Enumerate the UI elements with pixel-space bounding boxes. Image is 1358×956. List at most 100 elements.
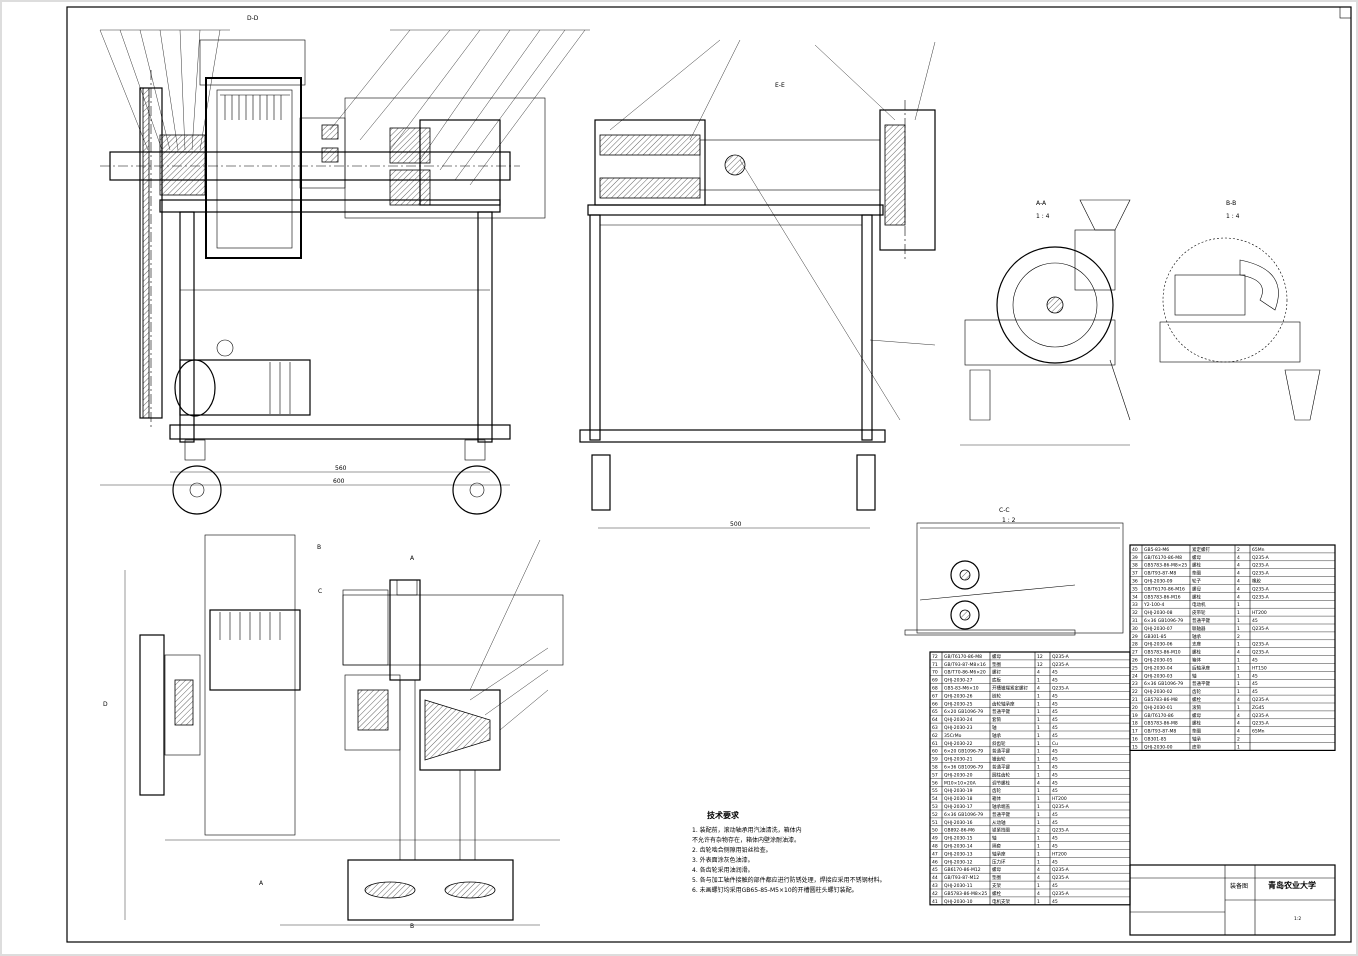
bom-cell: QHJ-2030-03 (1144, 673, 1173, 679)
drawing-border (66, 6, 1352, 943)
top-view: C B A D A B (103, 534, 564, 930)
bom-cell: 65Mn (1252, 547, 1265, 553)
bom-cell: 35CrMo (944, 733, 962, 739)
bom-cell: 40 (1132, 547, 1138, 553)
bom-cell: QHJ-2030-02 (1144, 689, 1173, 695)
bom-cell: 1 (1237, 665, 1240, 671)
bom-cell: GB6170-86-M12 (944, 867, 981, 873)
bom-cell: 69 (932, 678, 938, 684)
bom-cell: 轴承端盖 (992, 803, 1010, 810)
bom-cell: 支架 (992, 882, 1001, 889)
bom-cell: QHJ-2030-01 (1144, 705, 1173, 711)
bom-cell: M10×10×20A (944, 780, 977, 786)
bom-cell: 压力环 (992, 858, 1006, 865)
bom-cell: QHJ-2030-19 (944, 788, 973, 794)
bom-cell: 12 (1037, 662, 1043, 668)
bom-cell: 45 (1052, 765, 1058, 771)
bom-cell: 62 (932, 733, 938, 739)
bom-cell: 23 (1132, 681, 1138, 687)
bom-cell: 从动轴 (992, 819, 1006, 826)
bom-cell: 28 (1132, 642, 1138, 648)
wheel-icon (172, 465, 222, 515)
tech-req-item: 6. 未画螺钉均采用GB65-85-M5×10的开槽圆柱头螺钉装配。 (692, 886, 858, 894)
bom-cell: 4 (1237, 555, 1240, 561)
bom-cell: Q235-A (1252, 594, 1270, 600)
bom-cell: 1 (1037, 701, 1040, 707)
bom-cell: GB892-86-M6 (944, 828, 975, 834)
bom-cell: 63 (932, 725, 938, 731)
bom-cell: 锁紧挡圈 (992, 827, 1010, 834)
bom-cell: 55 (932, 788, 938, 794)
bom-cell: 45 (1252, 658, 1258, 664)
bom-cell: 59 (932, 757, 938, 763)
bom-cell: Y2-100-4 (1143, 602, 1164, 608)
bom-cell: 16 (1132, 737, 1138, 743)
bom-cell: 24 (1132, 673, 1138, 679)
bom-cell: 45 (1052, 749, 1058, 755)
bom-cell: 1 (1237, 689, 1240, 695)
bom-cell: HT200 (1252, 610, 1267, 616)
bom-cell: 普通平键 (992, 764, 1010, 771)
bom-cell: Q235-A (1252, 697, 1270, 703)
bom-cell: HT200 (1052, 796, 1067, 802)
tech-requirements: 技术要求 1. 装配前，滚动轴承用汽油清洗，箱体内 不允许有杂物存在，箱体内壁涂… (692, 810, 886, 894)
bom-cell: ZG45 (1252, 705, 1264, 711)
bom-cell: Q235-A (1252, 642, 1270, 648)
bom-cell: 1 (1237, 610, 1240, 616)
bom-cell: Q235-A (1252, 571, 1270, 577)
bom-cell: 轴承 (992, 732, 1001, 739)
bom-cell: QHJ-2030-17 (944, 804, 973, 810)
bom-cell: 52 (932, 812, 938, 818)
bom-cell: 1 (1037, 844, 1040, 850)
bom-cell: 61 (932, 741, 938, 747)
bom-cell: 4 (1237, 721, 1240, 727)
view-cc-label: C-C (999, 507, 1010, 514)
bom-cell: 1 (1237, 602, 1240, 608)
bom-cell: QHJ-2030-25 (944, 701, 973, 707)
bom-cell: Q235-A (1252, 586, 1270, 592)
section-mark-a-bottom: A (410, 555, 415, 562)
view-bb-scale: 1 : 4 (1226, 213, 1240, 220)
bom-cell: GB5783-86-M8 (1144, 697, 1178, 703)
bom-cell: Q235-A (1052, 891, 1070, 897)
bom-cell: 45 (1252, 673, 1258, 679)
section-mark-d: D (103, 701, 108, 708)
bom-cell: 71 (932, 662, 938, 668)
bom-cell: 4 (1037, 867, 1040, 873)
bom-cell: GB/T93-87-M12 (944, 875, 979, 881)
bom-cell: QHJ-2030-13 (944, 851, 973, 857)
bom-cell: 隔套 (992, 843, 1001, 850)
bom-cell: 45 (1052, 772, 1058, 778)
bom-cell: 1 (1037, 788, 1040, 794)
bom-cell: 普通平键 (992, 748, 1010, 755)
bom-cell: QHJ-2030-07 (1144, 626, 1173, 632)
bom-cell: 65 (932, 709, 938, 715)
bom-cell: 45 (1252, 689, 1258, 695)
bom-cell: 1 (1237, 673, 1240, 679)
bom-cell: QHJ-2030-23 (944, 725, 973, 731)
bom-cell: 38 (1132, 563, 1138, 569)
bom-cell: 45 (1252, 681, 1258, 687)
bom-cell: 螺栓 (1192, 720, 1201, 727)
bom-cell: 箱体 (992, 795, 1001, 802)
bom-cell: 37 (1132, 571, 1138, 577)
bom-cell: 45 (1052, 757, 1058, 763)
bom-cell: Q235-A (1052, 828, 1070, 834)
bom-cell: 1 (1037, 836, 1040, 842)
bom-cell: 螺母 (1192, 712, 1201, 719)
bom-cell: HT200 (1052, 851, 1067, 857)
bom-cell: 斜齿轮 (992, 740, 1006, 747)
bom-cell: 45 (1052, 725, 1058, 731)
bom-cell: 锥齿轮 (992, 756, 1006, 763)
bom-cell: 47 (932, 851, 938, 857)
view-ee-label: E-E (775, 82, 785, 89)
bom-cell: 4 (1037, 670, 1040, 676)
bom-cell: 18 (1132, 721, 1138, 727)
bom-cell: 1 (1037, 812, 1040, 818)
bom-cell: 45 (1052, 717, 1058, 723)
bom-cell: 开槽锥端紧定螺钉 (992, 685, 1028, 692)
bom-cell: Q235-A (1252, 713, 1270, 719)
bom-cell: 44 (932, 875, 938, 881)
bom-cell: Q235-A (1052, 804, 1070, 810)
